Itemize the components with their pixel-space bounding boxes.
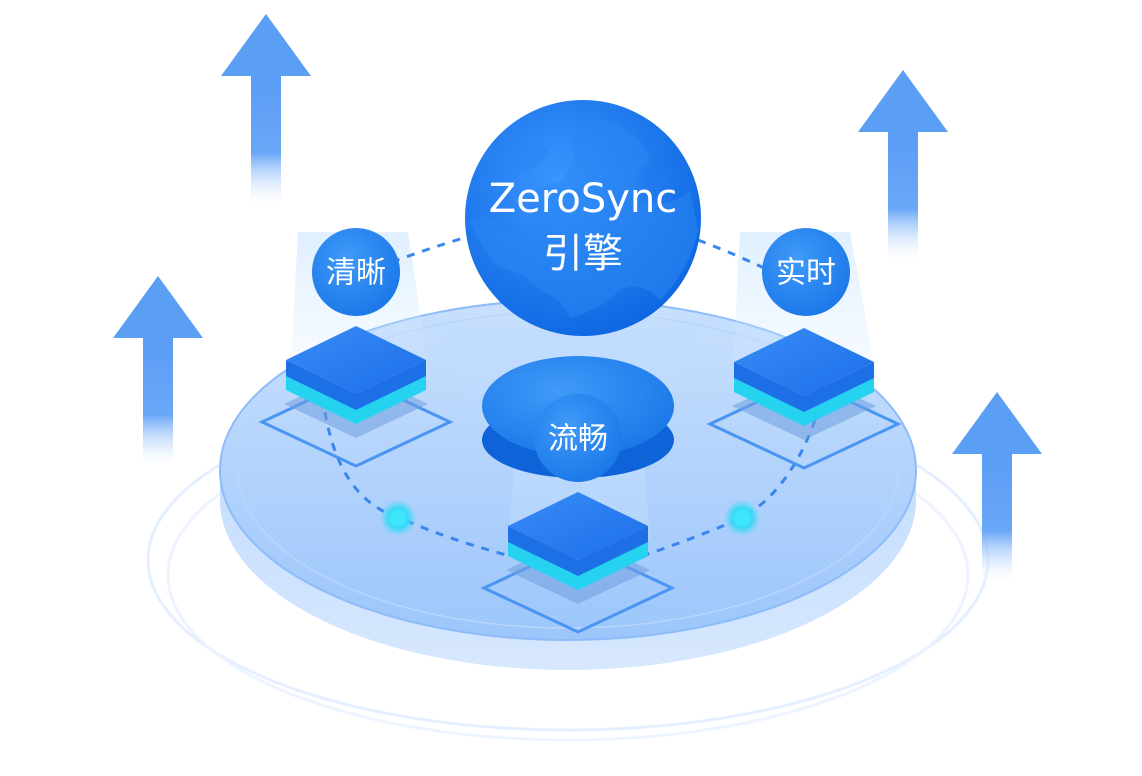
feature-smooth-label: 流畅 [548, 422, 608, 457]
engine-globe: ZeroSync 引擎 [465, 100, 701, 336]
feature-smooth: 流畅 [534, 394, 622, 482]
engine-subtitle: 引擎 [543, 231, 623, 277]
tile-center [480, 492, 676, 634]
tile-left [258, 326, 454, 468]
node-dots [380, 500, 760, 536]
connection-dashes [323, 234, 817, 558]
up-arrow-icon-top-right [858, 70, 948, 260]
feature-clear-label: 清晰 [326, 256, 386, 291]
feature-clear: 清晰 [312, 228, 400, 316]
up-arrow-icon-left [113, 276, 203, 466]
engine-name: ZeroSync [489, 176, 677, 222]
tile-right [706, 328, 902, 470]
feature-realtime: 实时 [762, 228, 850, 316]
feature-realtime-label: 实时 [776, 256, 836, 291]
up-arrow-icon-top-left [221, 14, 311, 204]
up-arrow-icon-right [952, 392, 1042, 582]
